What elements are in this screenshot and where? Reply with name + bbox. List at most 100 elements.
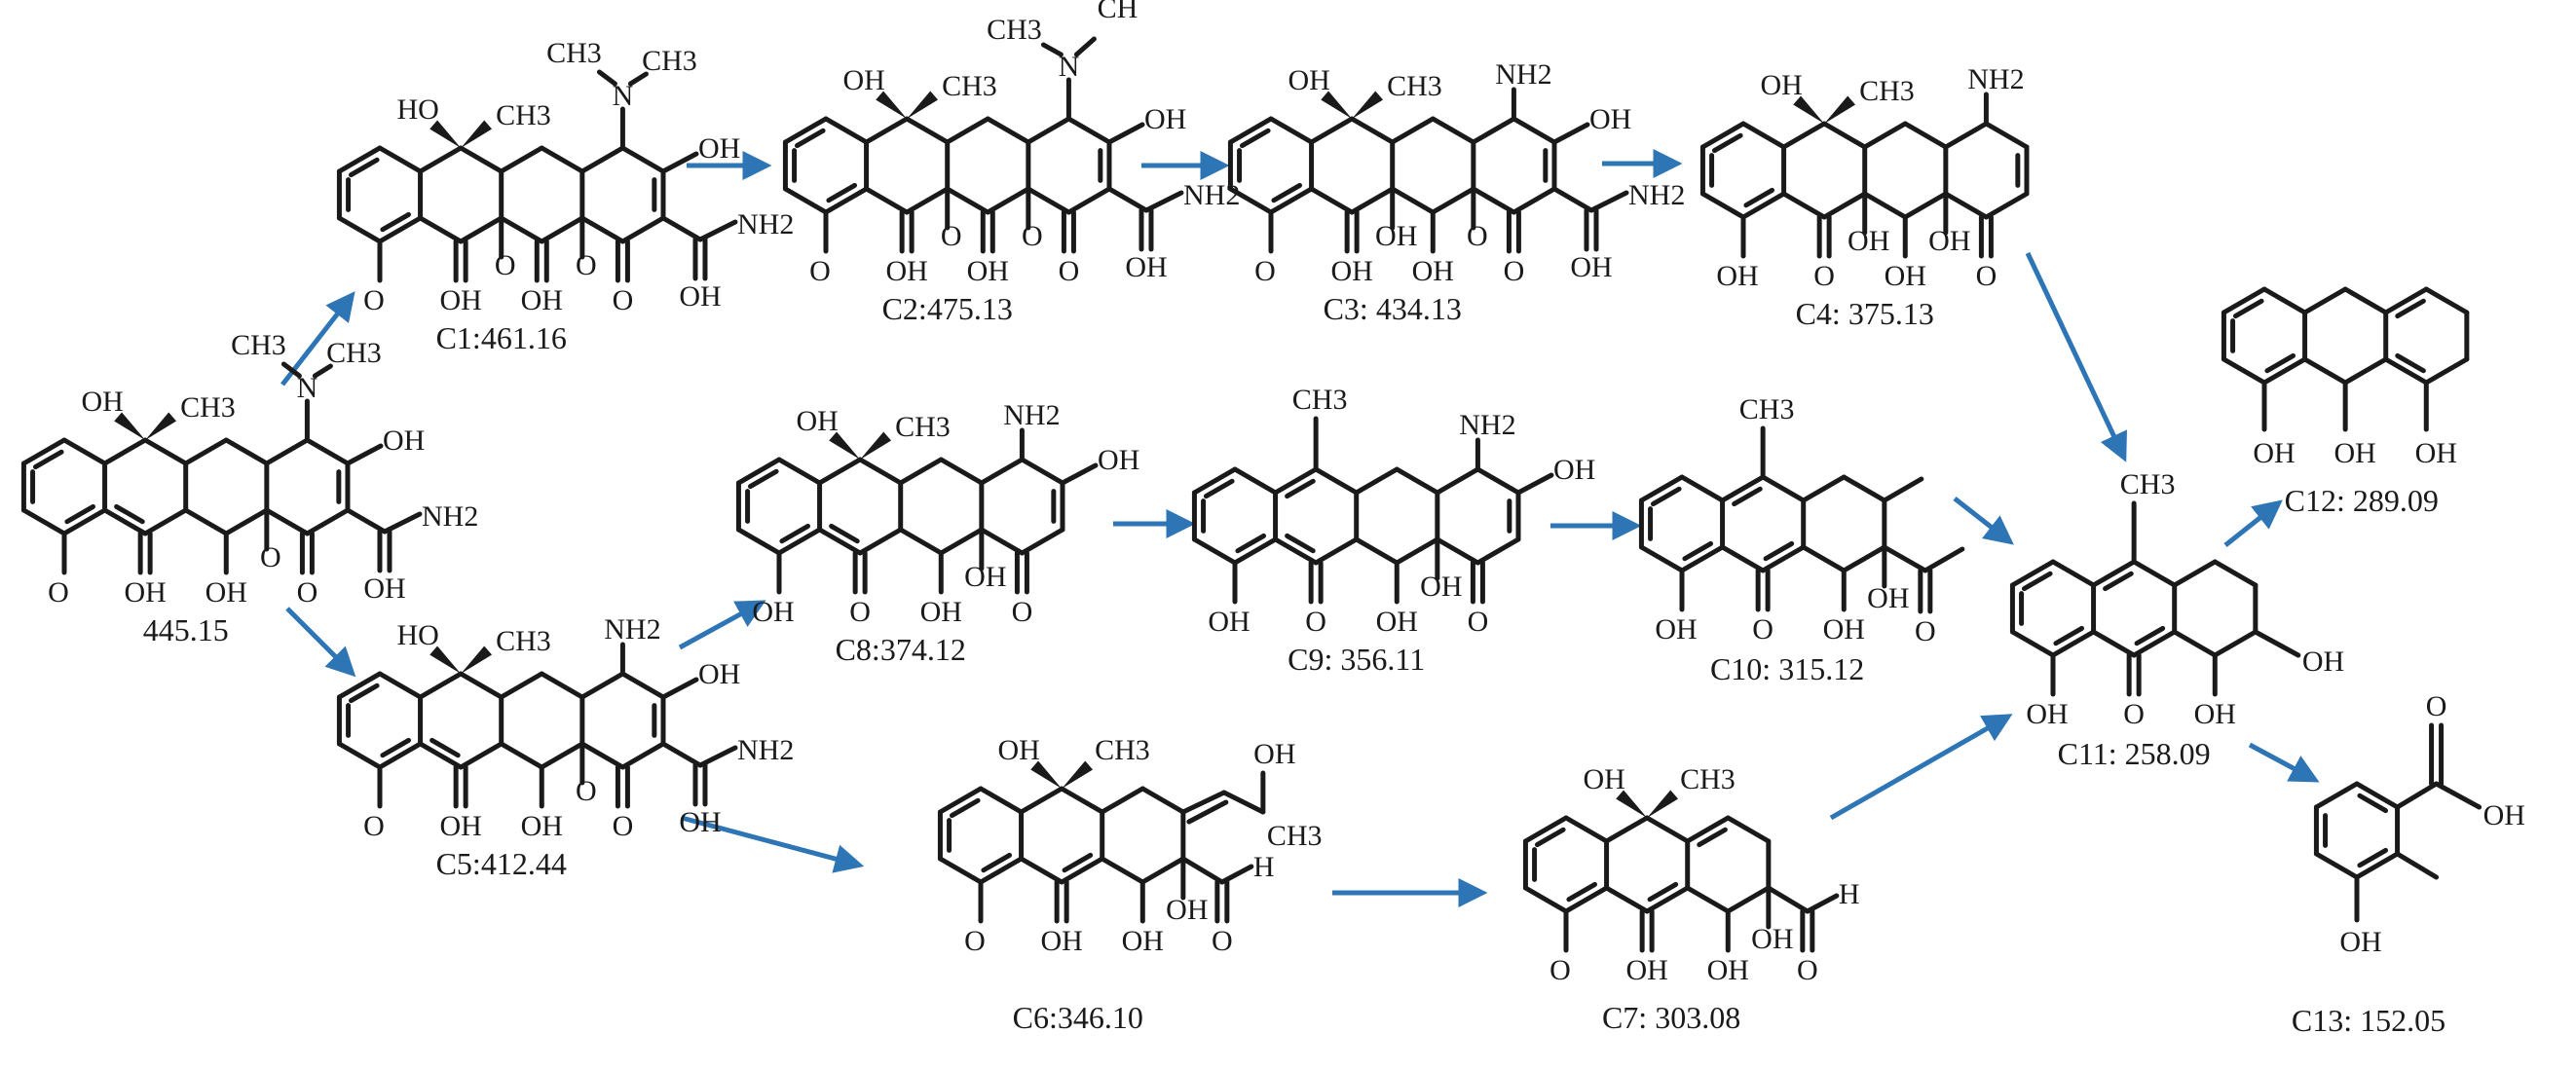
bond xyxy=(1801,544,1847,573)
atom-label: CH3 xyxy=(895,411,951,443)
bond xyxy=(1232,466,1279,496)
atom-label: N xyxy=(613,80,634,112)
bond xyxy=(817,457,863,486)
atom-label: CH3 xyxy=(496,625,551,657)
bond xyxy=(1394,536,1440,566)
atom-label: OH xyxy=(1751,923,1793,955)
atom-label: OH xyxy=(1412,255,1454,287)
wedge-bond xyxy=(907,91,939,119)
bond xyxy=(1943,191,1989,220)
atom-label: OH xyxy=(1376,606,1418,638)
bond xyxy=(2221,356,2267,386)
atom-label: OH xyxy=(521,284,563,316)
bond xyxy=(2302,286,2348,315)
wedge-bond xyxy=(1030,760,1063,789)
atom-label: OH xyxy=(1760,69,1802,101)
bond xyxy=(1923,546,1965,573)
double-bond xyxy=(1239,128,1271,149)
bond xyxy=(418,741,464,770)
bond xyxy=(2395,781,2440,810)
bond xyxy=(1685,815,1731,844)
atom-label: OH xyxy=(1288,64,1329,96)
bond xyxy=(2434,781,2483,810)
bond xyxy=(458,671,504,700)
arrow-c11-to-c13 xyxy=(2248,742,2320,783)
bond xyxy=(660,215,703,242)
atom-label: OH xyxy=(521,810,563,842)
wedge-bond xyxy=(429,646,462,674)
bond xyxy=(499,741,544,770)
bond xyxy=(1522,885,1569,914)
bond xyxy=(1679,544,1726,573)
bond xyxy=(1100,786,1145,815)
arrow-c5-to-c6 xyxy=(681,815,865,873)
bond xyxy=(697,219,738,242)
atom-label: O xyxy=(964,925,986,957)
atom-label: NH2 xyxy=(737,734,794,766)
atom-label: OH xyxy=(1122,925,1164,957)
bond xyxy=(1685,885,1731,914)
double-bond xyxy=(2134,625,2166,646)
wedge-bond xyxy=(429,120,462,148)
bond xyxy=(223,507,270,536)
double-bond xyxy=(1062,852,1094,873)
double-bond xyxy=(2264,352,2296,374)
bond xyxy=(102,507,148,536)
compound-caption: C2:475.13 xyxy=(882,291,1013,326)
bond xyxy=(304,507,351,536)
atom-label: OH xyxy=(698,132,740,165)
atom-label: O xyxy=(495,249,516,281)
bond xyxy=(2050,629,2097,658)
bond xyxy=(418,145,464,174)
wedge-bond xyxy=(860,431,892,460)
wedge-bond xyxy=(876,91,908,119)
atom-label: OH xyxy=(2333,437,2375,469)
bond xyxy=(539,741,585,770)
pathway-arrows xyxy=(280,149,2320,907)
bond xyxy=(619,741,666,770)
atom-label: O xyxy=(260,541,281,573)
bond xyxy=(336,215,383,244)
bond xyxy=(904,186,951,215)
arrow-c11-to-c12 xyxy=(2223,499,2283,547)
compound-caption: C8:374.12 xyxy=(836,632,966,667)
atom-label: OH xyxy=(439,810,481,842)
bond xyxy=(1781,191,1827,220)
atom-label: O xyxy=(576,249,597,281)
bond xyxy=(579,741,625,770)
arrow-c7-to-c11 xyxy=(1829,714,2013,821)
bond xyxy=(1563,885,1610,914)
atom-label: O xyxy=(613,284,634,316)
bond xyxy=(1390,186,1436,215)
bond xyxy=(1065,116,1112,145)
bond xyxy=(1309,186,1355,215)
bond xyxy=(1180,856,1225,885)
bond xyxy=(2354,851,2401,880)
bond xyxy=(1019,527,1065,556)
bond xyxy=(782,116,829,145)
atom-label: OH xyxy=(124,576,166,609)
bond xyxy=(1435,466,1480,496)
atom-label: OH xyxy=(1867,582,1909,614)
atom-label: CH3 xyxy=(2120,468,2176,500)
atom-label: OH xyxy=(997,734,1039,766)
bond xyxy=(1313,536,1360,566)
bond xyxy=(1394,466,1440,496)
double-bond xyxy=(794,128,826,149)
atom-label: CH3 xyxy=(1095,734,1150,766)
wedge-bond xyxy=(461,646,493,674)
atom-label: OH xyxy=(1885,260,1926,292)
atom-label: O xyxy=(1022,220,1043,252)
bond xyxy=(1551,186,1594,213)
atom-label: OH xyxy=(1928,225,1970,257)
bond xyxy=(1699,121,1746,150)
arrow-c10-to-c11 xyxy=(1953,497,2014,545)
atom-label: OH xyxy=(920,596,962,628)
atom-label: OH xyxy=(2194,698,2236,730)
bond xyxy=(1059,856,1105,885)
bond xyxy=(2313,851,2360,880)
